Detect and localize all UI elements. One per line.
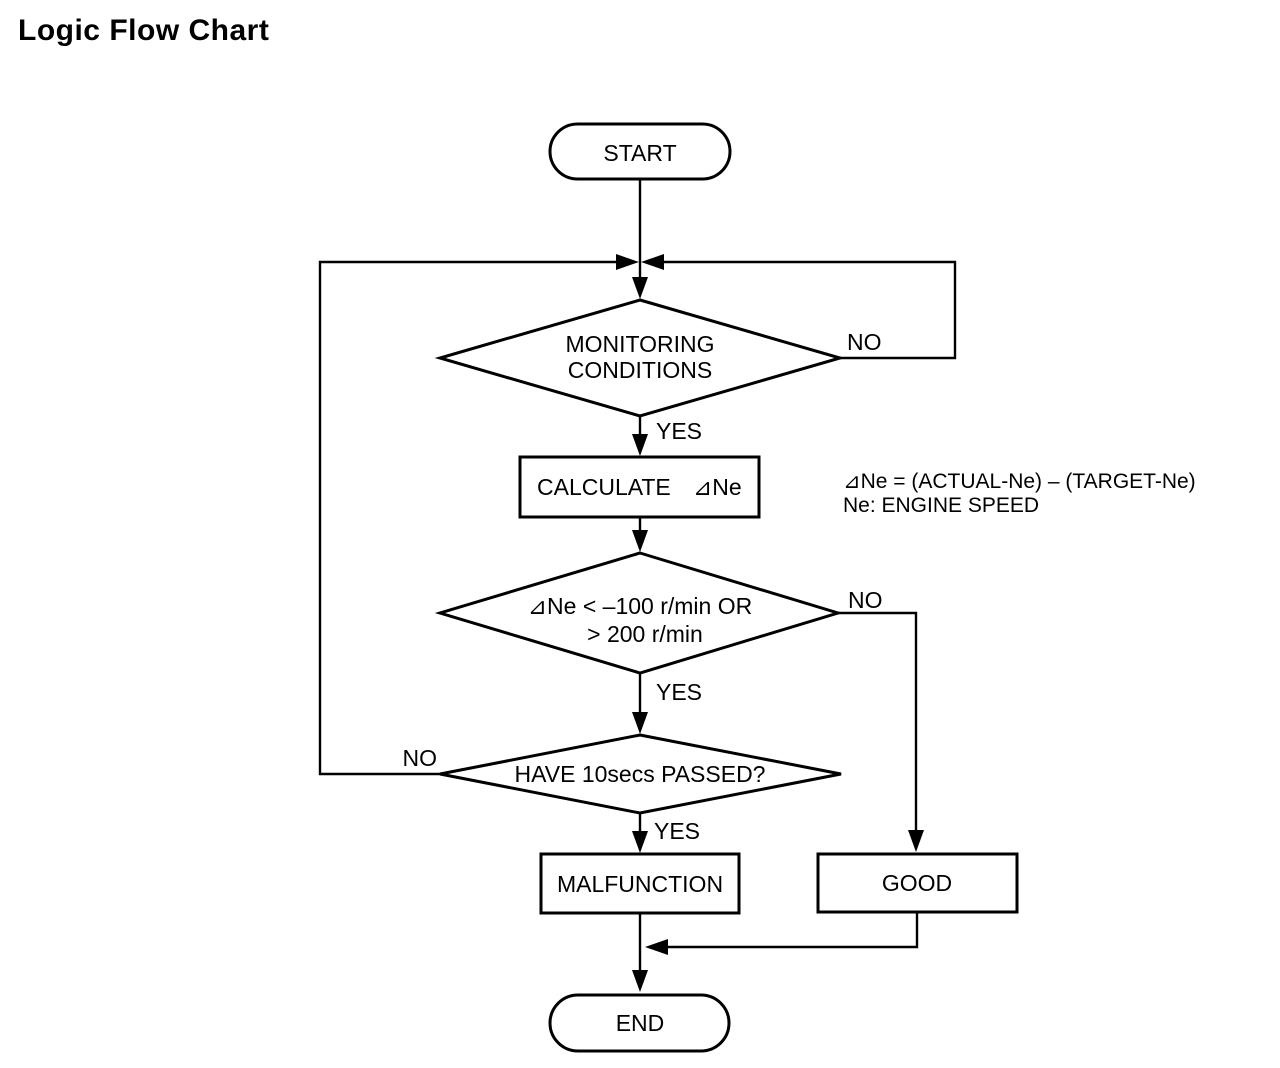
edge-time-no-loop [318,260,616,776]
edge-good-to-junction [666,912,919,949]
arrowhead-into-monitoring [632,277,648,299]
ne-definition: Ne: ENGINE SPEED [843,494,1039,517]
delta-check-label-line2: > 200 r/min [587,621,703,647]
malfunction-node [539,852,741,915]
end-node [548,993,731,1053]
monitoring-conditions-diamond [434,298,846,418]
monitoring-label-line1: MONITORING [565,331,714,357]
edge-delta-no [838,611,918,831]
monitoring-yes-label: YES [656,418,702,444]
time-no-label: NO [403,745,438,771]
edge-monitoring-no-loop [664,260,957,360]
delta-check-label-line1: ⊿Ne < –100 r/min OR [528,593,752,619]
arrowhead-into-end [632,970,648,992]
delta-check-diamond [434,551,844,675]
arrowhead-into-time-check [632,712,648,734]
monitoring-no-label: NO [847,329,882,355]
end-label: END [616,1010,665,1036]
good-label: GOOD [882,870,952,896]
arrowhead-junction-from-good [645,939,668,955]
time-yes-label: YES [654,818,700,844]
page-title: Logic Flow Chart [18,14,269,47]
arrowhead-into-calculate [632,434,648,456]
monitoring-label-line2: CONDITIONS [568,357,712,383]
arrowhead-into-malfunction [632,831,648,853]
calculate-operand: ⊿Ne [693,474,742,500]
time-check-label: HAVE 10secs PASSED? [515,761,766,787]
arrowhead-into-good [908,830,924,852]
start-label: START [603,140,676,166]
arrowhead-into-delta-check [632,530,648,552]
time-check-diamond [439,733,842,815]
good-node [816,852,1019,914]
malfunction-label: MALFUNCTION [557,871,723,897]
calculate-label: CALCULATE [537,474,671,500]
delta-no-label: NO [848,587,883,613]
start-node [548,122,732,181]
delta-ne-formula: ⊿Ne = (ACTUAL-Ne) – (TARGET-Ne) [843,470,1196,493]
calculate-node [518,455,761,519]
arrowhead-merge-from-right [641,254,664,270]
arrowhead-merge-from-left [616,254,639,270]
delta-yes-label: YES [656,679,702,705]
